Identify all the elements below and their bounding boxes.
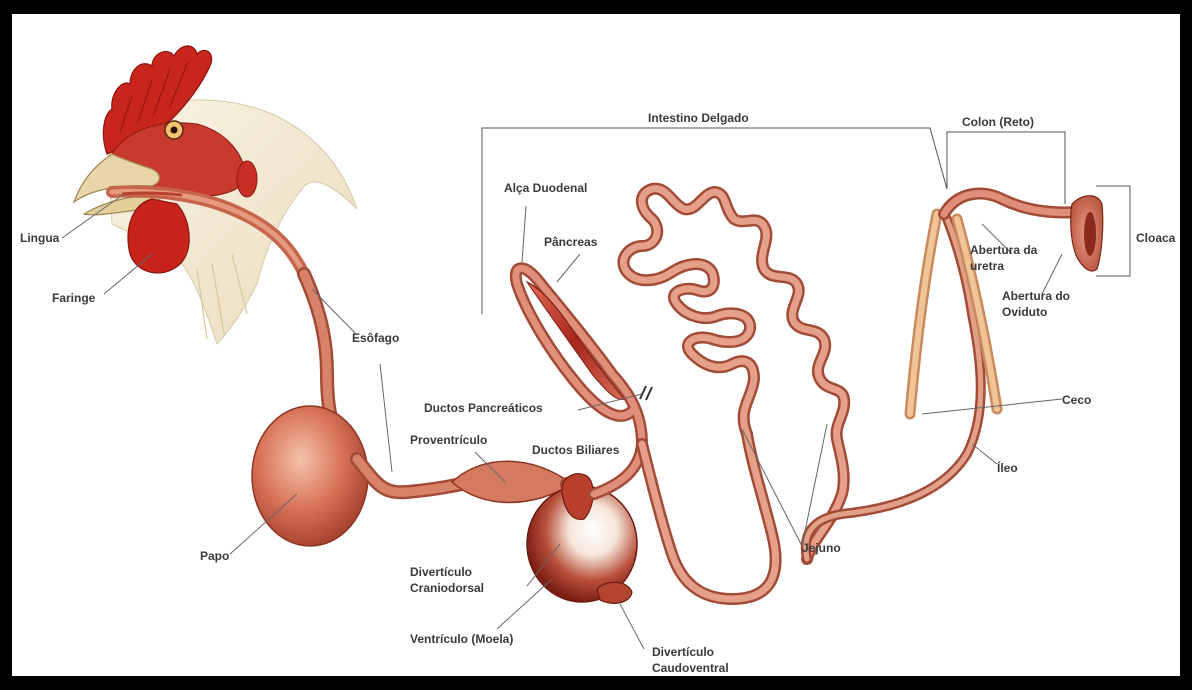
- label-pancreas: Pâncreas: [544, 235, 598, 249]
- label-diverticulo-caudoventral-1: Divertículo: [652, 645, 714, 659]
- diagram-canvas: Lingua Faringe Esôfago Papo Proventrícul…: [12, 14, 1180, 676]
- label-faringe: Faringe: [52, 291, 96, 305]
- label-papo: Papo: [200, 549, 229, 563]
- label-ceco: Ceco: [1062, 393, 1091, 407]
- label-alca-duodenal: Alça Duodenal: [504, 181, 587, 195]
- label-ductos-pancreaticos: Ductos Pancreáticos: [424, 401, 543, 415]
- label-abertura-oviduto-1: Abertura do: [1002, 289, 1070, 303]
- label-lingua: Lingua: [20, 231, 60, 245]
- label-ventriculo: Ventrículo (Moela): [410, 632, 513, 646]
- label-intestino-delgado: Intestino Delgado: [648, 111, 749, 125]
- digestive-tract-diagram: Lingua Faringe Esôfago Papo Proventrícul…: [12, 14, 1180, 676]
- label-jejuno: Jejuno: [802, 541, 841, 555]
- ear-lobe: [237, 161, 257, 197]
- brackets: [482, 128, 1130, 314]
- wattle: [128, 199, 189, 273]
- label-abertura-uretra-1: Abertura da: [970, 243, 1038, 257]
- label-ductos-biliares: Ductos Biliares: [532, 443, 620, 457]
- diverticulo-caudoventral: [597, 582, 632, 603]
- label-abertura-oviduto-2: Oviduto: [1002, 305, 1047, 319]
- lower-intestine: [806, 194, 1103, 559]
- label-diverticulo-caudoventral-2: Caudoventral: [652, 661, 729, 675]
- duodenal-loop: [516, 268, 652, 494]
- label-ileo: Íleo: [997, 460, 1018, 475]
- ducts: [640, 386, 652, 400]
- label-proventriculo: Proventrículo: [410, 433, 487, 447]
- label-colon-reto: Colon (Reto): [962, 115, 1034, 129]
- label-cloaca: Cloaca: [1136, 231, 1176, 245]
- label-diverticulo-craniodorsal-2: Craniodorsal: [410, 581, 484, 595]
- label-esofago: Esôfago: [352, 331, 399, 345]
- crop-papo: [252, 406, 368, 546]
- label-diverticulo-craniodorsal-1: Divertículo: [410, 565, 472, 579]
- label-abertura-uretra-2: uretra: [970, 259, 1004, 273]
